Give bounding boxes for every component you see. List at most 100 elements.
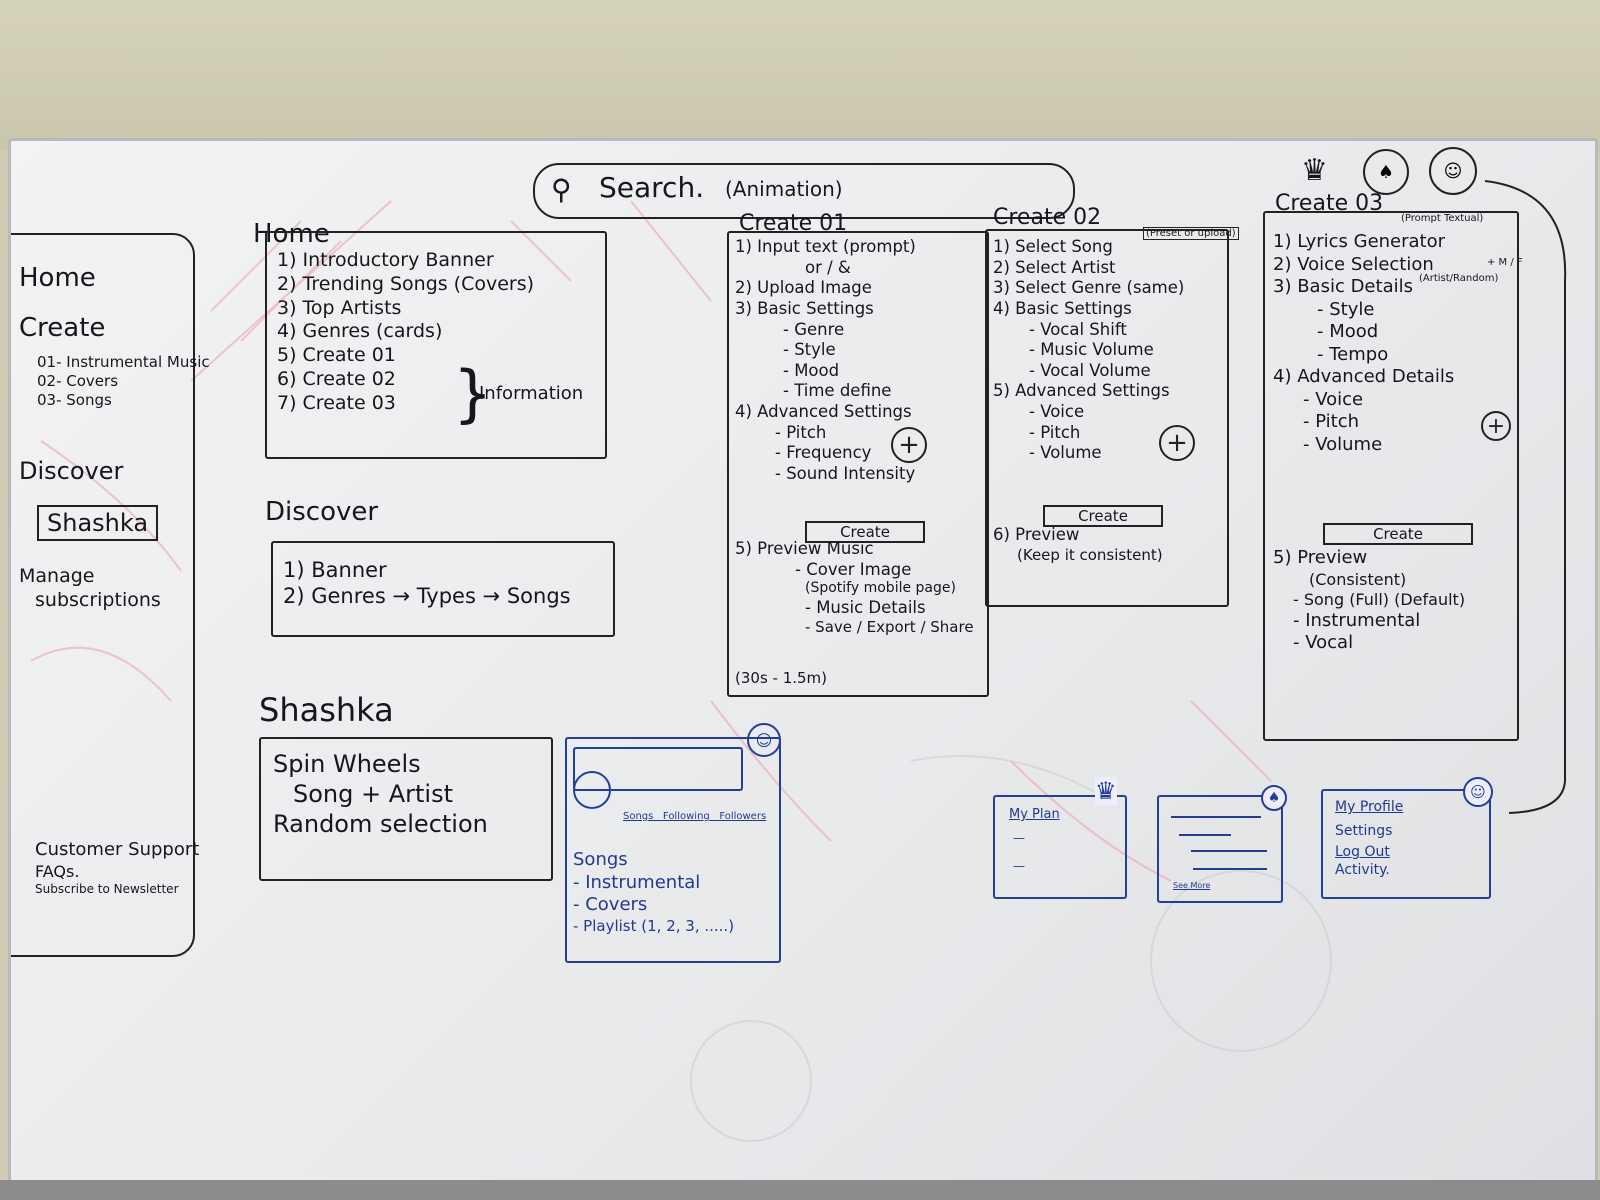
create02-create-button[interactable]: Create — [1043, 505, 1163, 527]
sidebar-item-create[interactable]: Create — [19, 313, 106, 343]
create03-section: 1) Lyrics Generator 2) Voice Selection 3… — [1263, 211, 1523, 741]
create03-side-note: + M / F — [1487, 257, 1523, 268]
list-item: 2) Genres → Types → Songs — [283, 584, 571, 609]
add-advanced-setting-button[interactable]: + — [1159, 425, 1195, 461]
list-item: 2) Trending Songs (Covers) — [277, 272, 535, 295]
create01-create-button[interactable]: Create — [805, 521, 925, 543]
list-item: 5) Preview — [1273, 547, 1368, 568]
sidebar-footer: Customer Support FAQs. Subscribe to News… — [35, 839, 199, 897]
discover-section: 1) Banner 2) Genres → Types → Songs — [271, 541, 615, 637]
profile-items: Songs - Instrumental - Covers - Playlist… — [573, 849, 734, 935]
spade-icon: ♠ — [1261, 785, 1287, 811]
list-item: - Pitch — [1303, 411, 1360, 432]
list-item: - Frequency — [775, 443, 872, 463]
list-item: - Music Details — [805, 597, 926, 617]
list-item: - Style — [1317, 298, 1375, 320]
sidebar-item-discover[interactable]: Discover — [19, 457, 124, 485]
sidebar-item-subscriptions[interactable]: Manage subscriptions — [19, 565, 161, 611]
create03-preview: 5) Preview (Consistent) - Song (Full) (D… — [1273, 547, 1465, 655]
list-item: 2) Select Artist — [993, 257, 1116, 277]
create03-voice-note: (Artist/Random) — [1419, 273, 1499, 284]
profile-banner — [573, 747, 743, 791]
list-item: 2) Upload Image — [735, 278, 872, 298]
profile-connector-arrow — [1484, 180, 1567, 814]
list-item: - Pitch — [1029, 422, 1081, 442]
list-item: - Genre — [783, 319, 845, 339]
profile-avatar-icon — [573, 771, 611, 809]
list-item: - Sound Intensity — [775, 463, 916, 483]
user-icon: ☺ — [1463, 777, 1493, 807]
whiteboard-tray — [0, 1180, 1600, 1200]
create02-items: 1) Select Song 2) Select Artist 3) Selec… — [993, 237, 1184, 464]
list-item: - Vocal Volume — [1029, 360, 1151, 380]
create02-section: 1) Select Song 2) Select Artist 3) Selec… — [985, 227, 1239, 607]
list-item: - Style — [783, 340, 836, 360]
search-bar[interactable]: ⚲ Search. (Animation) — [533, 163, 1075, 219]
spade-icon[interactable]: ♠ — [1363, 149, 1409, 195]
create01-duration: (30s - 1.5m) — [735, 669, 828, 687]
list-item: - Music Volume — [1029, 340, 1154, 360]
list-item: - Mood — [1317, 321, 1379, 342]
log-out-link[interactable]: Log Out — [1335, 844, 1390, 860]
list-item: 5) Advanced Settings — [993, 381, 1170, 401]
newsletter-link[interactable]: Subscribe to Newsletter — [35, 881, 179, 896]
list-item: 4) Basic Settings — [993, 298, 1132, 318]
list-item: - Time define — [783, 381, 892, 401]
crown-icon: ♛ — [1095, 777, 1117, 805]
activity-link[interactable]: Activity. — [1335, 861, 1390, 878]
list-item: - Mood — [783, 360, 840, 380]
list-item: 5) Create 01 — [277, 344, 396, 366]
profile-user-icon[interactable]: ☺ — [747, 723, 781, 757]
create01-section: 1) Input text (prompt) or / & 2) Upload … — [727, 231, 989, 697]
faqs-link[interactable]: FAQs. — [35, 861, 80, 881]
sidebar-sub-songs[interactable]: 03- Songs — [37, 390, 112, 409]
search-icon: ⚲ — [551, 173, 572, 206]
tab-followers[interactable]: Followers — [719, 811, 767, 822]
my-profile-link[interactable]: My Profile — [1335, 799, 1404, 815]
home-items: 1) Introductory Banner 2) Trending Songs… — [277, 249, 534, 415]
crown-icon[interactable]: ♛ — [1301, 153, 1328, 188]
see-more-link[interactable]: See More — [1173, 881, 1211, 890]
customer-support-link[interactable]: Customer Support — [35, 839, 200, 860]
add-advanced-setting-button[interactable]: + — [891, 427, 927, 463]
profile-menu-items: My Profile Settings Log Out Activity. — [1335, 799, 1403, 879]
create03-create-button[interactable]: Create — [1323, 523, 1473, 545]
list-item: - Cover Image — [795, 559, 912, 579]
create01-items: 1) Input text (prompt) or / & 2) Upload … — [735, 237, 916, 485]
tab-following[interactable]: Following — [662, 811, 710, 822]
tab-songs[interactable]: Songs — [623, 811, 654, 822]
list-item: 2) Voice Selection — [1273, 253, 1434, 275]
list-item: 4) Genres (cards) — [277, 320, 443, 343]
sidebar-sub-covers[interactable]: 02- Covers — [37, 371, 119, 390]
user-icon[interactable]: ☺ — [1429, 147, 1477, 195]
sidebar-item-shashka[interactable]: Shashka — [37, 505, 159, 541]
add-advanced-detail-button[interactable]: + — [1481, 411, 1511, 441]
list-item: - Tempo — [1317, 343, 1389, 365]
sidebar-item-home[interactable]: Home — [19, 263, 96, 293]
sidebar: Home Create 01- Instrumental Music 02- C… — [11, 233, 210, 957]
list-item: - Playlist (1, 2, 3, .....) — [573, 916, 735, 935]
settings-link[interactable]: Settings — [1335, 822, 1393, 839]
shashka-section: Spin Wheels Song + Artist Random selecti… — [259, 737, 553, 881]
discover-title: Discover — [265, 497, 379, 527]
my-plan-title[interactable]: My Plan — [1009, 807, 1060, 822]
create02-title: Create 02 — [993, 205, 1102, 230]
list-item: - Instrumental — [573, 871, 701, 893]
plan-line: — — [1013, 831, 1025, 845]
sidebar-sub-instrumental[interactable]: 01- Instrumental Music — [37, 353, 210, 371]
list-item: Spin Wheels — [273, 750, 421, 778]
list-item: Song + Artist — [293, 780, 454, 808]
notifications-popup: See More ♠ — [1157, 785, 1287, 903]
create02-song-note: (Preset or upload) — [1143, 227, 1239, 240]
profile-page-sketch: ☺ Songs Following Followers Songs - Inst… — [565, 723, 781, 963]
list-item: - Pitch — [775, 422, 827, 442]
list-item: 3) Select Genre (same) — [993, 278, 1185, 298]
list-item: or / & — [805, 257, 851, 277]
plan-line: — — [1013, 859, 1025, 873]
list-item: - Voice — [1029, 402, 1085, 421]
search-label: Search. — [599, 171, 705, 204]
shashka-title: Shashka — [259, 691, 394, 729]
list-item: 6) Create 02 — [277, 367, 396, 390]
profile-tabs: Songs Following Followers — [623, 811, 766, 822]
list-item: - Instrumental — [1293, 609, 1421, 631]
